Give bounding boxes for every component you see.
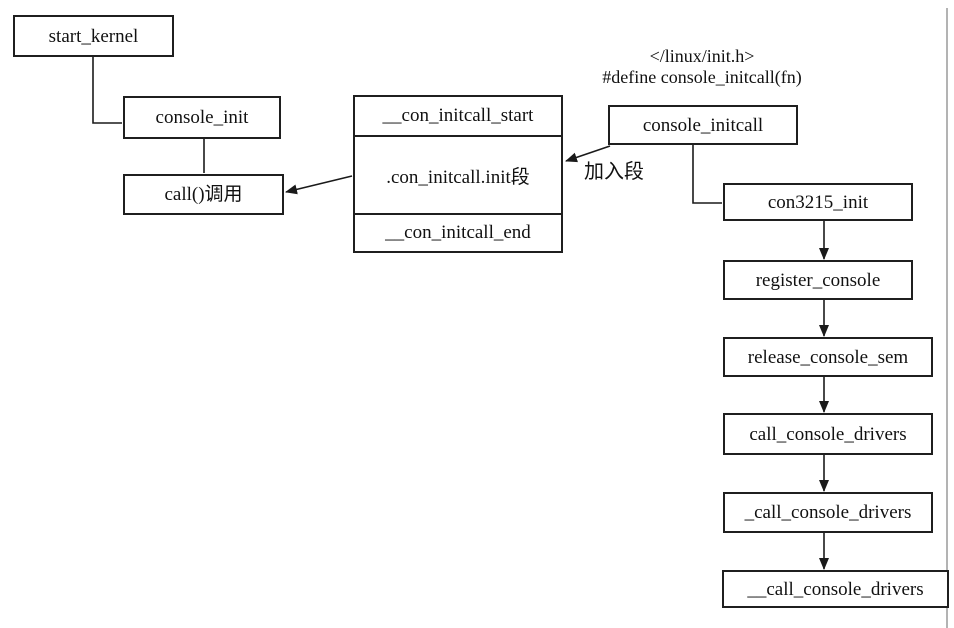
node-call-invoke-label: call()调用 [164,184,243,205]
section-row-start-label: __con_initcall_start [382,105,534,126]
section-row-start: __con_initcall_start [355,97,561,135]
node-release-console-sem: release_console_sem [723,337,933,377]
node-console-initcall-label: console_initcall [642,114,764,136]
init-h-note: </linux/init.h> #define console_initcall… [582,46,822,88]
node-con3215-init: con3215_init [723,183,913,221]
node-console-initcall: console_initcall [608,105,798,145]
section-row-end-label: __con_initcall_end [385,222,531,243]
node-double-underscore-call-console-drivers: __call_console_drivers [722,570,949,608]
content-right-border [946,8,948,628]
join-segment-label: 加入段 [584,161,644,183]
section-row-init-segment: .con_initcall.init段 [355,135,561,213]
section-row-init-segment-label: .con_initcall.init段 [386,166,530,188]
node-double-underscore-call-console-drivers-label: __call_console_drivers [747,578,924,600]
node-call-console-drivers-label: call_console_drivers [749,423,907,445]
connector-console-initcall-to-con3215 [692,145,722,204]
node-release-console-sem-label: release_console_sem [747,346,909,368]
node-call-invoke: call()调用 [123,174,284,215]
section-row-end: __con_initcall_end [355,213,561,251]
node-console-init: console_init [123,96,281,139]
init-h-note-line1: </linux/init.h> [649,46,755,66]
node-start-kernel: start_kernel [13,15,174,57]
node-console-init-label: console_init [155,107,249,128]
node-start-kernel-label: start_kernel [48,25,139,47]
node-initcall-section: __con_initcall_start .con_initcall.init段… [353,95,563,253]
init-h-note-line2: #define console_initcall(fn) [602,67,802,87]
node-underscore-call-console-drivers-label: _call_console_drivers [744,502,912,523]
node-register-console-label: register_console [755,269,881,291]
node-register-console: register_console [723,260,913,300]
node-con3215-init-label: con3215_init [767,191,869,213]
arrow-section-to-call [285,175,353,195]
node-underscore-call-console-drivers: _call_console_drivers [723,492,933,533]
node-call-console-drivers: call_console_drivers [723,413,933,455]
connector-start-kernel-to-console-init [92,57,122,124]
